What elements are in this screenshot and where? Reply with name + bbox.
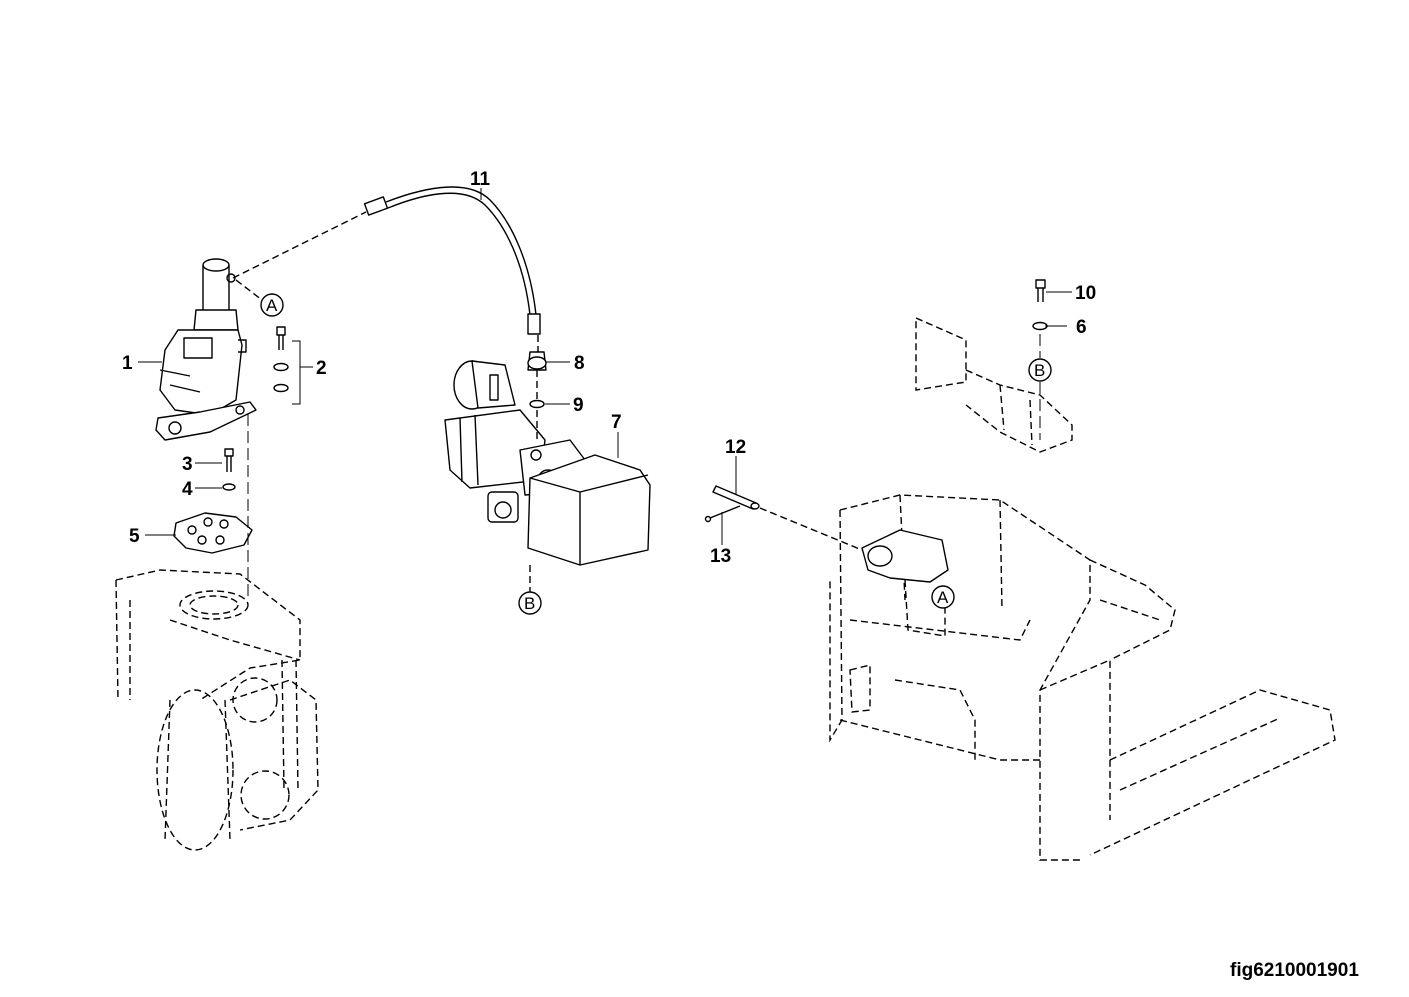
callout-7: 7 [611, 412, 622, 433]
svg-text:A: A [937, 588, 949, 607]
drive-unit-context [115, 569, 319, 851]
fitting-8 [527, 351, 547, 371]
marker-a-frame: A [931, 585, 955, 609]
callout-12: 12 [725, 437, 746, 458]
pump-axis-line [536, 335, 539, 440]
svg-text:B: B [1034, 361, 1045, 380]
callout-6: 6 [1076, 317, 1087, 338]
callout-5: 5 [129, 526, 140, 547]
seal-9 [529, 399, 545, 409]
callout-leaders [138, 188, 1072, 545]
bolt-washer-set-2 [273, 326, 301, 405]
callout-9: 9 [573, 395, 584, 416]
callout-2: 2 [316, 358, 327, 379]
callout-13: 13 [710, 546, 731, 567]
port-a-leader [235, 279, 263, 301]
marker-a-pump: A [260, 293, 284, 317]
truck-chassis-context [829, 494, 1336, 861]
callout-1: 1 [122, 353, 133, 374]
figure-id: fig6210001901 [1230, 960, 1359, 981]
marker-b-tank: B [518, 591, 542, 615]
hose-connection-line [232, 211, 367, 279]
callout-10: 10 [1075, 283, 1096, 304]
washer-4 [222, 483, 236, 491]
pin-12 [712, 485, 760, 510]
bolt-10 [1035, 279, 1046, 302]
svg-text:B: B [524, 594, 535, 613]
washer-6 [1032, 321, 1048, 331]
bolt-3 [224, 448, 234, 472]
mounting-plate-5 [173, 512, 253, 554]
callout-3: 3 [182, 454, 193, 475]
hydraulic-hose-11 [363, 186, 541, 335]
callout-4: 4 [182, 479, 193, 500]
pump-unit-7 [444, 360, 651, 566]
marker-b-bracket: B [1028, 358, 1052, 382]
callout-8: 8 [574, 353, 585, 374]
mounting-bracket [915, 316, 1073, 453]
svg-text:A: A [266, 296, 278, 315]
lift-cylinder-assembly [155, 258, 257, 441]
clip-13 [704, 505, 741, 523]
callout-11: 11 [470, 169, 491, 190]
pin-insertion-line [759, 507, 863, 551]
